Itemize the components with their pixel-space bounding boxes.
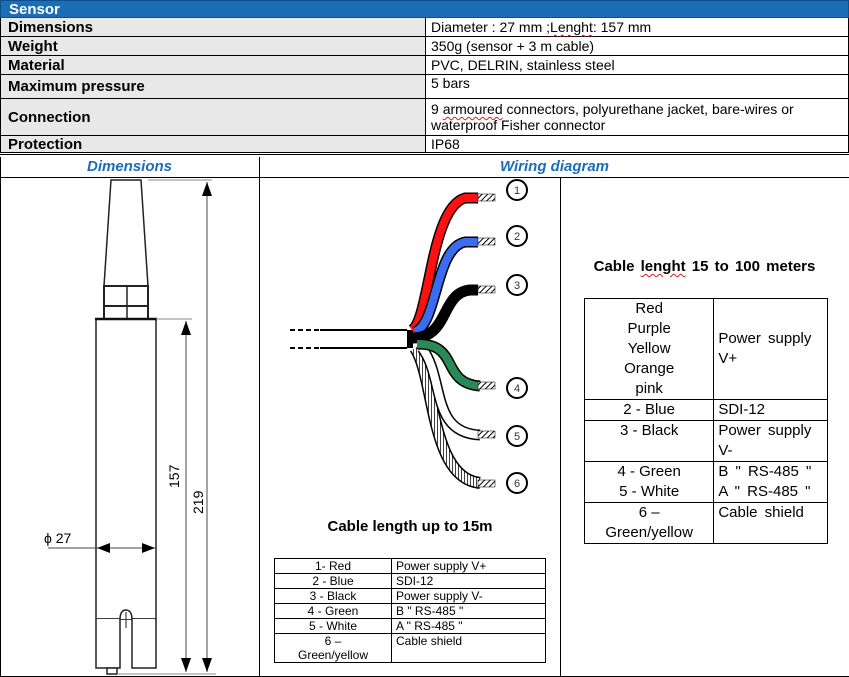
total-length-label: 219 — [190, 490, 206, 514]
spec-row-weight: Weight 350g (sensor + 3 m cable) — [0, 37, 849, 56]
divider — [259, 157, 260, 677]
divider — [560, 178, 561, 677]
function-cell: Power supply V- — [713, 420, 828, 462]
spec-label: Connection — [0, 99, 426, 135]
spec-value-text: Diameter : 27 mm ; — [431, 19, 551, 35]
wire-1-red — [409, 194, 478, 334]
wire-cell: 1- Red — [274, 558, 392, 574]
wire-number-text: 3 — [514, 280, 520, 292]
long-cable-caption: Cable lenght 15 to 100 meters — [560, 258, 849, 275]
sensor-cap — [103, 179, 149, 287]
function-cell: B " RS-485 "A " RS-485 " — [713, 461, 828, 503]
wire-number-text: 6 — [514, 478, 520, 490]
wire-6-shield — [411, 345, 481, 488]
function-cell: Power supply V+ — [391, 558, 546, 574]
spec-value: Diameter : 27 mm ; Lenght : 157 mm — [426, 18, 849, 36]
spec-row-material: Material PVC, DELRIN, stainless steel — [0, 56, 849, 75]
function-cell: Cable shield — [391, 633, 546, 663]
spec-value: IP68 — [426, 136, 849, 152]
wire-cell: 6 –Green/yellow — [274, 633, 392, 663]
wire-number-3 — [506, 274, 528, 296]
dimensions-title: Dimensions — [86, 158, 173, 175]
wire-number-text: 2 — [514, 231, 520, 243]
section-title: Sensor — [9, 1, 60, 18]
function-cell: Power supply V+ — [713, 298, 828, 400]
spec-row-protection: Protection IP68 — [0, 136, 849, 155]
wire-number-5 — [506, 425, 528, 447]
spec-value-text: connectors, polyurethane jacket, bare-wi… — [431, 101, 794, 133]
wiring-diagram-title: Wiring diagram — [499, 158, 610, 175]
wire-number-1 — [506, 179, 528, 201]
divider — [0, 177, 849, 178]
wire-2-blue — [412, 238, 478, 336]
sensor-body — [95, 318, 157, 620]
wiring-drawing: 1 2 3 4 5 6 — [290, 179, 528, 494]
wire-cell: 3 - Black — [583, 420, 715, 462]
spec-label: Material — [0, 56, 426, 74]
diameter-label: ϕ 27 — [44, 530, 72, 546]
function-cell: A " RS-485 " — [391, 618, 546, 634]
wire-cell: 2 - Blue — [583, 399, 715, 421]
wire-cell: 3 - Black — [274, 588, 392, 604]
wire-number-text: 4 — [514, 383, 520, 395]
wire-number-text: 5 — [514, 431, 520, 443]
spec-value: 350g (sensor + 3 m cable) — [426, 37, 849, 55]
caption-text: 15 to 100 meters — [685, 258, 816, 275]
spelling-flagged-word: armoured — [442, 101, 503, 117]
section-header: Sensor — [0, 0, 849, 18]
body-length-label: 157 — [166, 464, 182, 488]
short-cable-caption: Cable length up to 15m — [327, 518, 493, 535]
caption-text: Cable — [593, 258, 641, 275]
wire-cell: 6 –Green/yellow — [583, 502, 715, 544]
spec-value-text: 9 — [431, 101, 443, 117]
sensor-dimension-drawing — [48, 179, 216, 675]
wire-5-white — [418, 345, 481, 439]
wire-cell: 2 - Blue — [274, 573, 392, 589]
wire-number-text: 1 — [514, 185, 520, 197]
wire-number-2 — [506, 225, 528, 247]
wire-3-black — [411, 284, 478, 344]
spelling-flagged-word: Lenght — [550, 19, 593, 35]
wire-4-green — [416, 339, 481, 390]
spec-label: Dimensions — [0, 18, 426, 36]
wire-number-6 — [506, 472, 528, 494]
function-cell: B " RS-485 " — [391, 603, 546, 619]
spec-value: 9 armoured connectors, polyurethane jack… — [426, 99, 849, 135]
function-cell: Power supply V- — [391, 588, 546, 604]
function-cell: SDI-12 — [713, 399, 828, 421]
function-cell: SDI-12 — [391, 573, 546, 589]
spec-value: 5 bars — [426, 75, 849, 98]
spec-row-maximum-pressure: Maximum pressure 5 bars — [0, 75, 849, 99]
spec-row-connection: Connection 9 armoured connectors, polyur… — [0, 99, 849, 136]
cable-end — [407, 330, 413, 348]
spec-value: PVC, DELRIN, stainless steel — [426, 56, 849, 74]
spec-label: Weight — [0, 37, 426, 55]
spec-label: Maximum pressure — [0, 75, 426, 98]
function-cell: Cable shield — [713, 502, 828, 544]
sensor-tip — [95, 609, 157, 669]
wire-number-4 — [506, 377, 528, 399]
wire-cell: 5 - White — [274, 618, 392, 634]
spec-row-dimensions: Dimensions Diameter : 27 mm ; Lenght : 1… — [0, 18, 849, 37]
wire-cell: 4 - Green — [274, 603, 392, 619]
sensor-nut — [103, 285, 149, 307]
spec-value-text: : 157 mm — [592, 19, 652, 35]
spec-label: Protection — [0, 136, 426, 153]
spelling-flagged-word: lenght — [640, 258, 686, 275]
